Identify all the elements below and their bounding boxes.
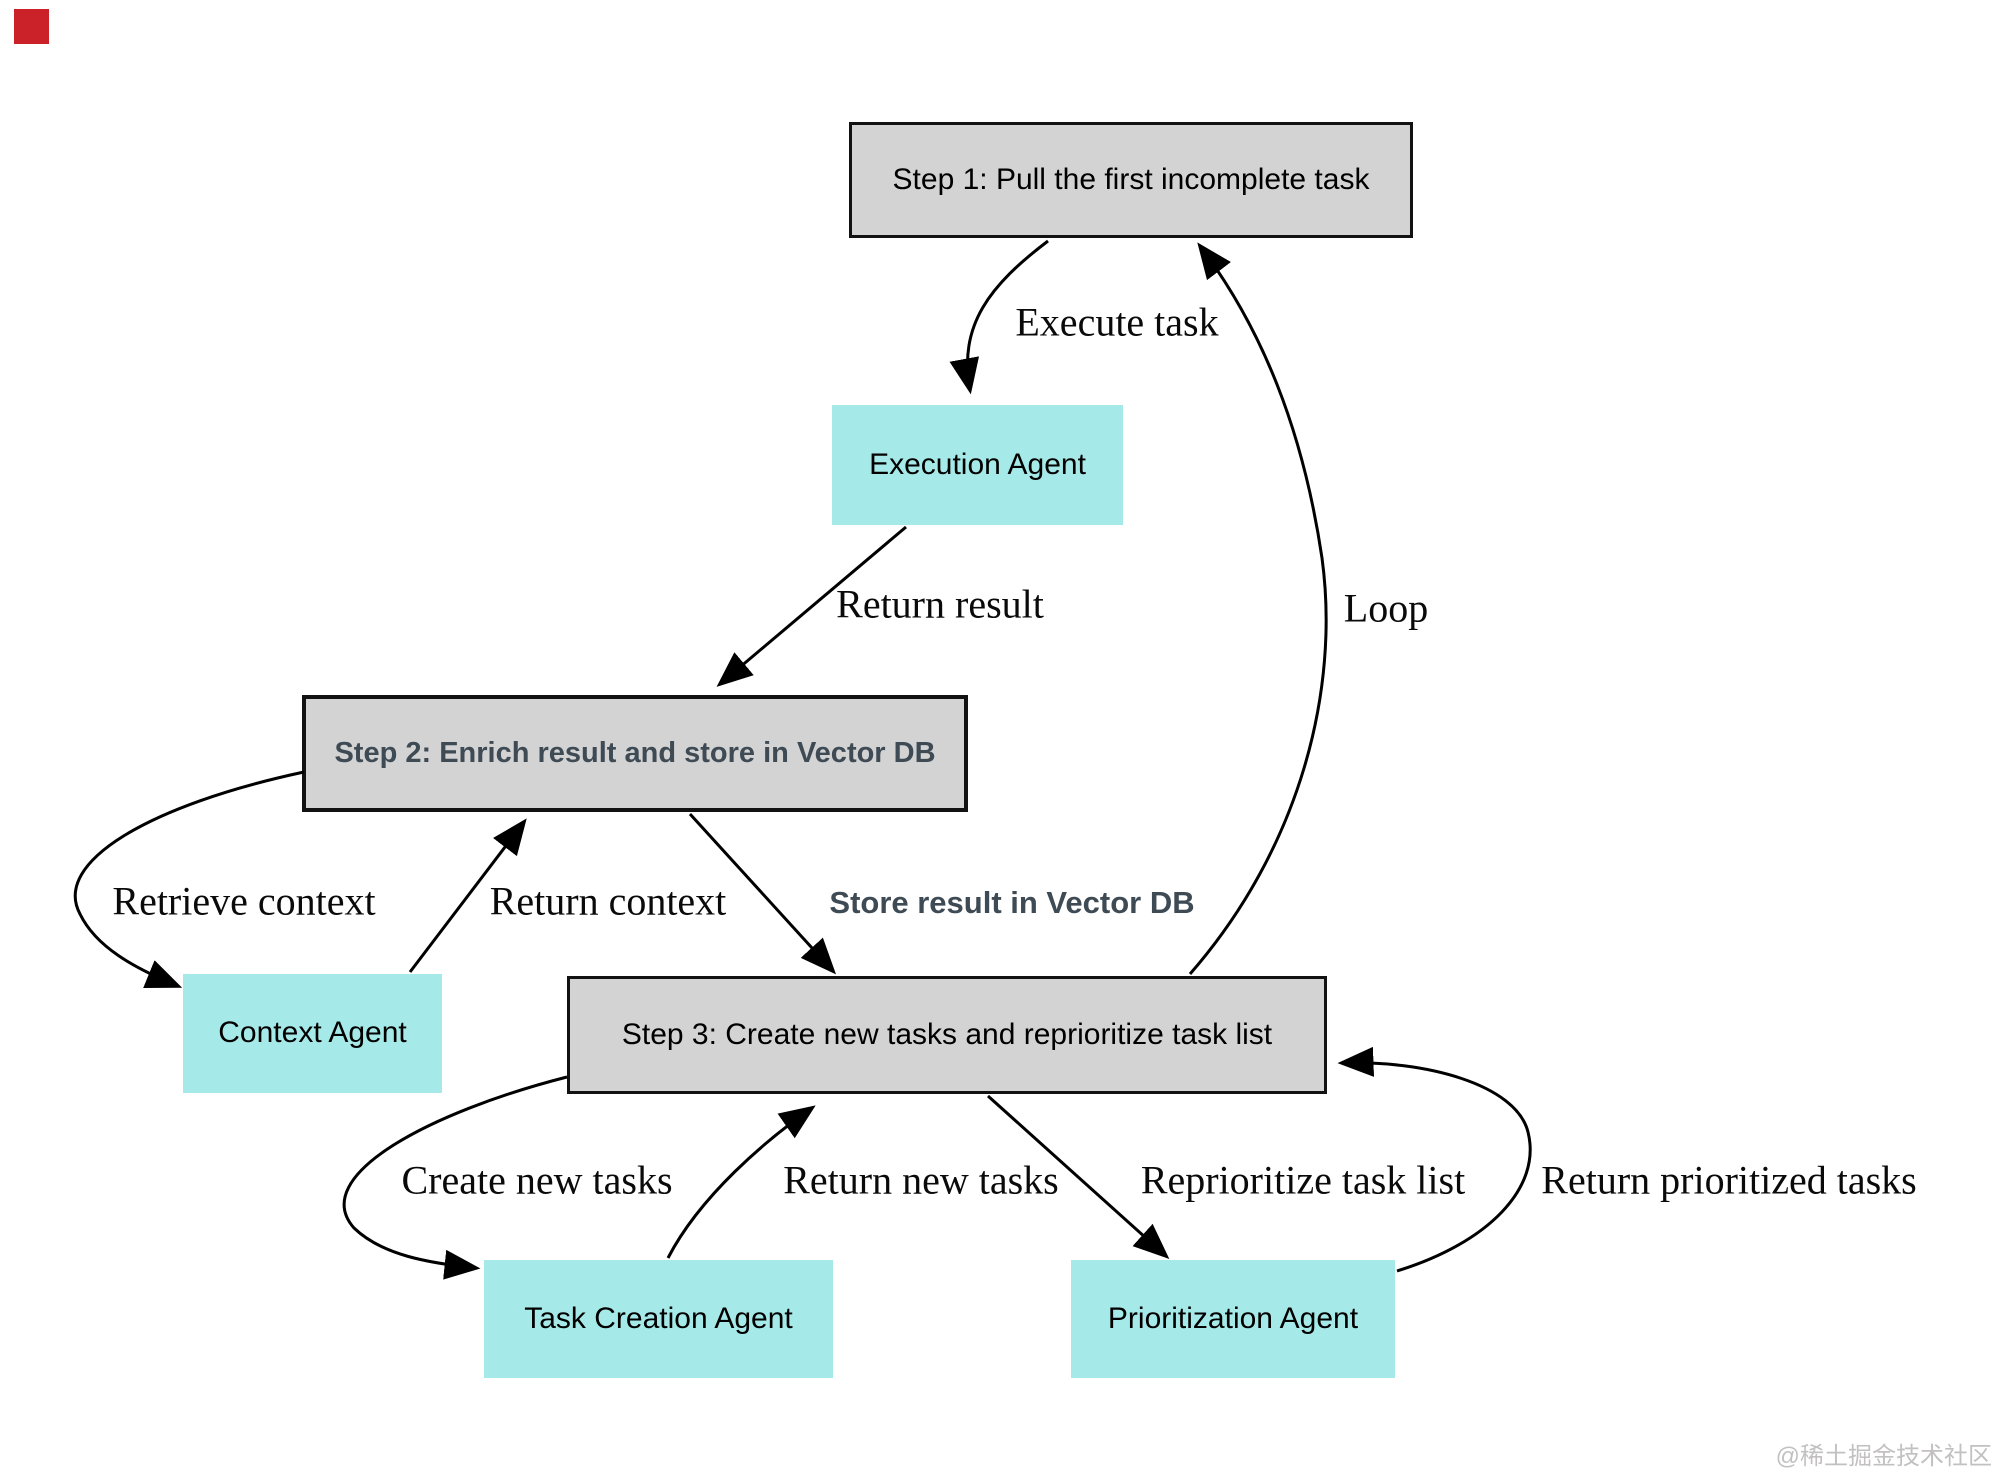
edge-label-return-new-tasks: Return new tasks	[783, 1157, 1059, 1203]
node-prioritization-agent: Prioritization Agent	[1071, 1260, 1395, 1378]
edge-label-execute-task: Execute task	[1015, 299, 1219, 345]
edge-label-return-prioritized-tasks: Return prioritized tasks	[1541, 1157, 1917, 1203]
edge-label-loop: Loop	[1343, 585, 1429, 631]
node-step3: Step 3: Create new tasks and reprioritiz…	[567, 976, 1327, 1094]
edge-loop	[1188, 242, 1328, 975]
node-execution-agent: Execution Agent	[832, 405, 1123, 525]
edge-label-return-context: Return context	[489, 878, 727, 924]
edge-label-create-new-tasks: Create new tasks	[401, 1157, 673, 1203]
edge-label-store-result: Store result in Vector DB	[829, 885, 1195, 920]
node-step2: Step 2: Enrich result and store in Vecto…	[302, 695, 968, 812]
edge-label-retrieve-context: Retrieve context	[112, 878, 376, 924]
node-context-agent: Context Agent	[183, 974, 442, 1093]
edge-label-reprioritize-task-list: Reprioritize task list	[1140, 1157, 1466, 1203]
red-corner-marker	[14, 9, 49, 44]
edge-label-return-result: Return result	[836, 581, 1044, 627]
node-step1: Step 1: Pull the first incomplete task	[849, 122, 1413, 238]
node-task-creation-agent: Task Creation Agent	[484, 1260, 833, 1378]
watermark: @稀土掘金技术社区	[1775, 1443, 1992, 1470]
